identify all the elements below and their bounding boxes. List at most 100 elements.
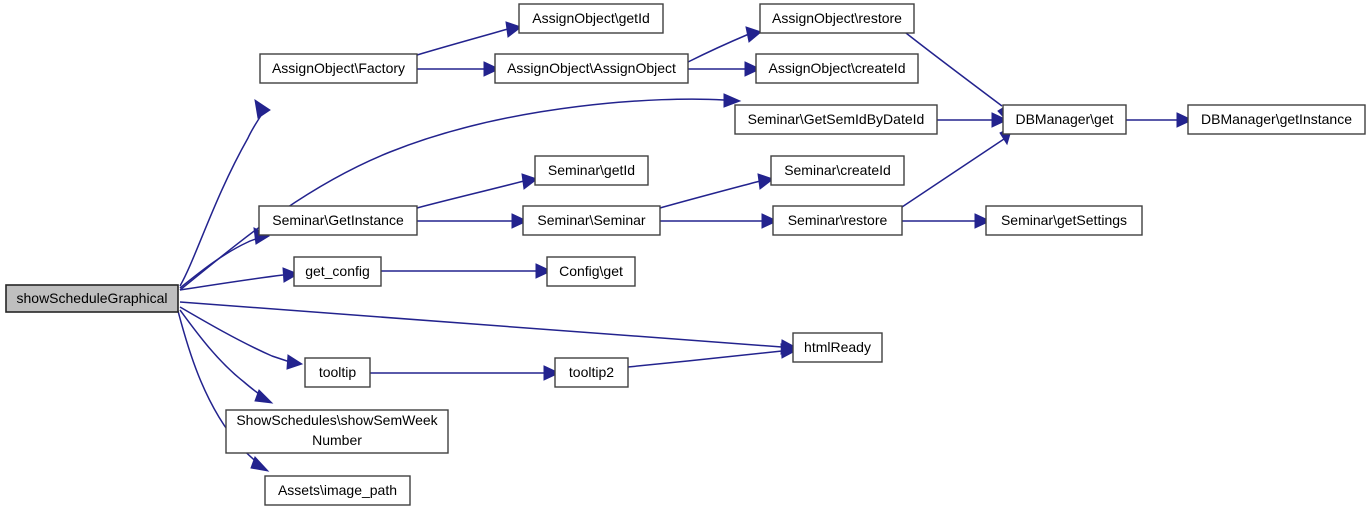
edge-line (416, 180, 525, 209)
node-box[interactable] (1187, 104, 1366, 135)
arrowhead-icon (780, 343, 799, 359)
node-htmlReady[interactable]: htmlReady (792, 332, 883, 363)
edge-tooltip-to-tooltip2 (370, 365, 561, 381)
node-box[interactable] (494, 53, 689, 84)
node-label: AssignObject\Factory (272, 60, 405, 76)
node-label: AssignObject\createId (769, 60, 906, 76)
edge-DBManagerGet-to-DBManagerGetInstance (1126, 112, 1194, 128)
node-box[interactable] (293, 256, 382, 287)
node-box[interactable] (264, 475, 411, 506)
edge-tooltip2-to-htmlReady (627, 343, 799, 368)
node-SeminarSeminar[interactable]: Seminar\Seminar (522, 205, 661, 236)
node-SeminarGetId[interactable]: Seminar\getId (534, 155, 649, 186)
arrowhead-icon (745, 26, 763, 43)
node-getConfig[interactable]: get_config (293, 256, 382, 287)
node-SeminarRestore[interactable]: Seminar\restore (772, 205, 903, 236)
node-label: tooltip (319, 364, 357, 380)
node-DBManagerGet[interactable]: DBManager\get (1002, 104, 1127, 135)
node-AssignObjectAssignObject[interactable]: AssignObject\AssignObject (494, 53, 689, 84)
edge-line (659, 180, 761, 209)
edge-SeminarSeminar-to-SeminarCreateId (659, 173, 775, 209)
node-box[interactable] (755, 53, 919, 84)
arrowhead-icon (543, 365, 561, 381)
node-label: get_config (305, 263, 370, 279)
node-box[interactable] (546, 256, 636, 287)
node-box[interactable] (772, 205, 903, 236)
edge-line (179, 274, 284, 291)
node-box[interactable] (304, 357, 371, 388)
node-box[interactable] (534, 155, 649, 186)
edge-SeminarSeminar-to-SeminarRestore (660, 213, 779, 229)
edge-line (179, 301, 783, 348)
edge-SeminarGetSemIdByDateId-to-DBManagerGet (937, 112, 1009, 128)
node-showScheduleGraphical[interactable]: showScheduleGraphical (5, 284, 179, 313)
arrowhead-icon (505, 21, 523, 38)
node-label-line2: Number (312, 432, 362, 448)
edge-showScheduleGraphical-to-ShowSchedulesShowSemWeekNumber (179, 309, 274, 404)
node-box[interactable] (5, 284, 179, 313)
edge-showScheduleGraphical-to-htmlReady (179, 301, 799, 355)
node-box[interactable] (734, 104, 938, 135)
node-box[interactable] (522, 205, 661, 236)
node-box[interactable] (770, 155, 905, 186)
node-label: Seminar\createId (784, 162, 891, 178)
node-box[interactable] (225, 409, 449, 454)
node-box[interactable] (259, 53, 418, 84)
arrowhead-icon (723, 93, 742, 108)
edge-getConfig-to-ConfigGet (381, 263, 553, 279)
arrowhead-icon (521, 173, 539, 190)
node-label: AssignObject\AssignObject (507, 60, 676, 76)
node-DBManagerGetInstance[interactable]: DBManager\getInstance (1187, 104, 1366, 135)
node-tooltip[interactable]: tooltip (304, 357, 371, 388)
arrowhead-icon (511, 213, 529, 229)
node-SeminarGetSemIdByDateId[interactable]: Seminar\GetSemIdByDateId (734, 104, 938, 135)
node-label: tooltip2 (569, 364, 614, 380)
edge-line (179, 309, 265, 399)
node-AssignObjectCreateId[interactable]: AssignObject\createId (755, 53, 919, 84)
node-SeminarGetSettings[interactable]: Seminar\getSettings (985, 205, 1143, 236)
edge-SeminarRestore-to-SeminarGetSettings (902, 213, 992, 229)
node-label: htmlReady (804, 339, 871, 355)
node-SeminarCreateId[interactable]: Seminar\createId (770, 155, 905, 186)
node-label-line1: ShowSchedules\showSemWeek (236, 412, 438, 428)
node-AssignObjectGetId[interactable]: AssignObject\getId (518, 3, 664, 34)
node-box[interactable] (759, 3, 915, 34)
node-box[interactable] (792, 332, 883, 363)
edge-line (627, 350, 783, 368)
node-label: Seminar\getSettings (1001, 212, 1127, 228)
node-AssetsImagePath[interactable]: Assets\image_path (264, 475, 411, 506)
edge-showScheduleGraphical-to-AssignObjectFactory (179, 98, 271, 287)
node-label: Seminar\GetSemIdByDateId (748, 111, 925, 127)
node-box[interactable] (258, 205, 418, 236)
node-box[interactable] (554, 357, 629, 388)
edge-SeminarRestore-to-DBManagerGet (901, 126, 1013, 208)
arrowhead-icon (254, 98, 271, 119)
arrowhead-icon (286, 354, 304, 370)
edges-layer (177, 21, 1194, 472)
edge-AssignObjectAssignObject-to-AssignObjectRestore (687, 26, 763, 63)
edge-line (179, 306, 291, 363)
arrowhead-icon (744, 61, 762, 77)
node-label: DBManager\getInstance (1201, 111, 1352, 127)
node-tooltip2[interactable]: tooltip2 (554, 357, 629, 388)
arrowhead-icon (757, 173, 775, 190)
node-box[interactable] (518, 3, 664, 34)
edge-SeminarGetInstance-to-SeminarGetId (416, 173, 539, 209)
node-ConfigGet[interactable]: Config\get (546, 256, 636, 287)
arrowhead-icon (535, 263, 553, 279)
edge-showScheduleGraphical-to-SeminarGetSemIdByDateId (179, 93, 742, 291)
edge-showScheduleGraphical-to-tooltip (179, 306, 304, 370)
node-label: Seminar\getId (548, 162, 635, 178)
edge-line (901, 138, 1005, 208)
node-label: showScheduleGraphical (17, 290, 168, 306)
node-AssignObjectFactory[interactable]: AssignObject\Factory (259, 53, 418, 84)
arrowhead-icon (974, 213, 992, 229)
node-label: Seminar\Seminar (537, 212, 645, 228)
node-box[interactable] (985, 205, 1143, 236)
node-AssignObjectRestore[interactable]: AssignObject\restore (759, 3, 915, 34)
node-box[interactable] (1002, 104, 1127, 135)
node-SeminarGetInstance[interactable]: Seminar\GetInstance (258, 205, 418, 236)
